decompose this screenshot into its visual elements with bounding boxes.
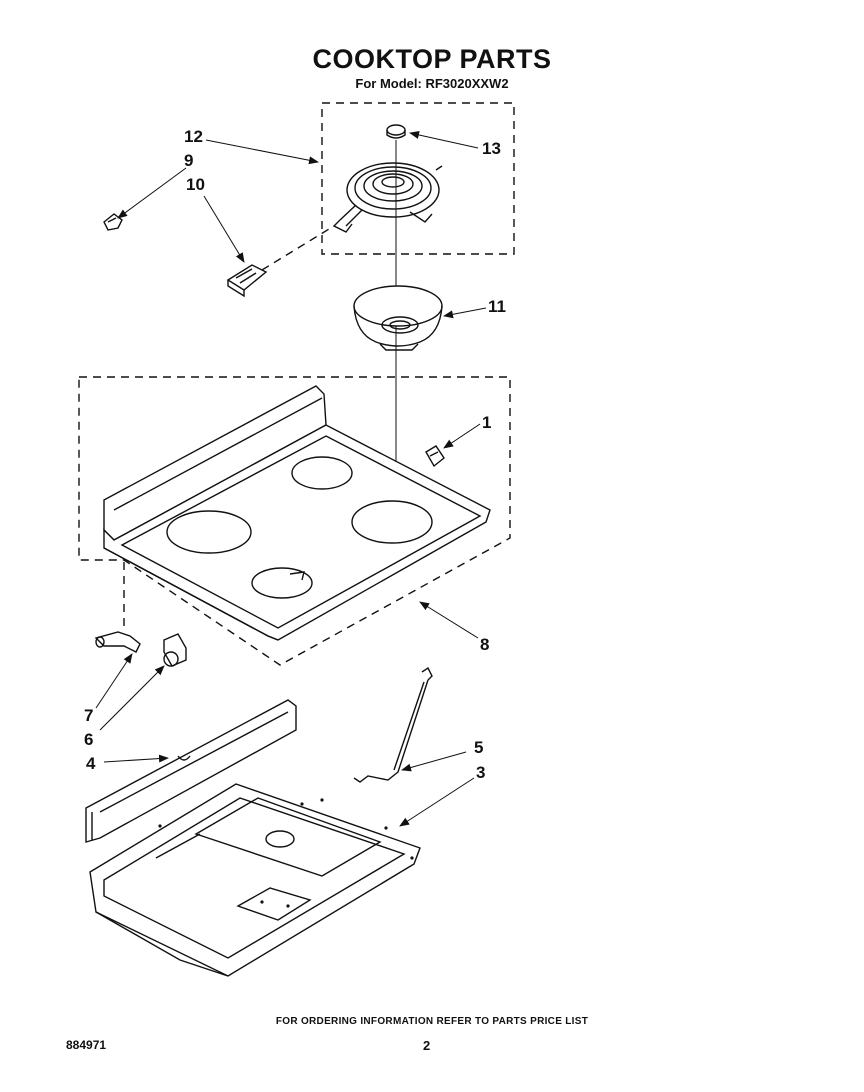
callout-12: 12: [184, 127, 203, 146]
part-6-spacer: [163, 633, 187, 667]
part-4-front-rail: [85, 699, 297, 843]
callout-11: 11: [488, 297, 506, 316]
callout-10: 10: [186, 175, 205, 194]
document-number: 884971: [66, 1038, 107, 1052]
page-number: 2: [423, 1038, 431, 1053]
callout-9: 9: [184, 151, 193, 170]
part-9-clip: [103, 213, 123, 231]
part-5-rod: [353, 666, 433, 783]
element-assembly-group-box: [321, 102, 515, 255]
callout-4: 4: [86, 754, 96, 773]
callout-1: 1: [482, 413, 491, 432]
part-7-bracket: [94, 631, 141, 653]
part-3-burner-box: [89, 783, 421, 977]
part-11-drip-bowl: [353, 285, 443, 351]
callout-3: 3: [476, 763, 485, 782]
leader-lines: [95, 131, 487, 827]
ordering-note: FOR ORDERING INFORMATION REFER TO PARTS …: [275, 1016, 589, 1027]
terminal-connection-line: [261, 225, 335, 271]
page-title: COOKTOP PARTS: [312, 44, 552, 74]
callout-6: 6: [84, 730, 93, 749]
callout-5: 5: [474, 738, 483, 757]
callout-8: 8: [480, 635, 489, 654]
callout-13: 13: [482, 139, 501, 158]
part-13-cap: [386, 124, 406, 139]
part-10-terminal-block: [226, 264, 268, 298]
callout-labels: 1 3 4 5 6 7 8 9 10 11 12 13: [84, 127, 506, 782]
model-subtitle: For Model: RF3020XXW2: [355, 76, 509, 91]
cooktop-group-box: [78, 376, 511, 666]
part-12-surface-element: [332, 162, 443, 233]
part-8-cooktop: [103, 385, 491, 641]
callout-7: 7: [84, 706, 93, 725]
part-1-clip: [425, 445, 445, 468]
